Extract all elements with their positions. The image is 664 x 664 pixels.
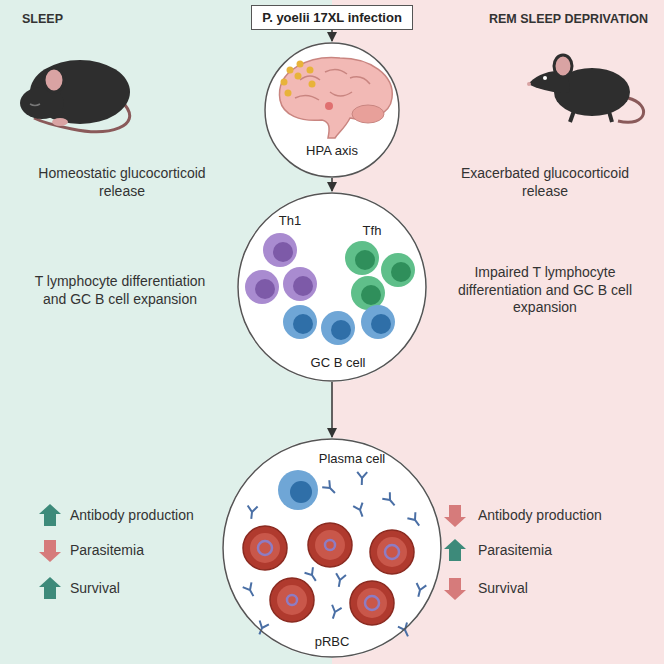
- antibody: [246, 506, 257, 520]
- description: Homeostatic glucocorticoid release: [38, 165, 205, 199]
- label-holder: Parasitemia: [70, 542, 144, 560]
- outcome-label: Survival: [478, 580, 528, 596]
- antibody: [407, 512, 423, 528]
- circle-outline: [222, 438, 442, 658]
- stage-circle: HPA axis: [264, 42, 400, 178]
- circle-border: [223, 439, 441, 657]
- cell-label: pRBC: [315, 634, 350, 649]
- sleeping-mouse: [20, 60, 130, 132]
- antibody: [353, 503, 367, 519]
- circle-border: [265, 43, 399, 177]
- description: Exacerbated glucocorticoid release: [461, 165, 629, 199]
- outcome-label: Survival: [70, 580, 120, 596]
- flow-arrow: [331, 178, 333, 191]
- flow-arrow: [331, 382, 333, 437]
- circle-border: [238, 193, 426, 381]
- outcome-label: Parasitemia: [478, 542, 552, 558]
- antibody: [413, 583, 426, 598]
- label-holder: Antibody production: [478, 507, 602, 525]
- circle-ground: [222, 438, 442, 658]
- description: T lymphocyte differentiation and GC B ce…: [35, 273, 206, 307]
- antibody: [243, 582, 258, 598]
- stage-circle: Plasma cell pRBC: [222, 438, 442, 658]
- cell-label: HPA axis: [306, 143, 358, 158]
- antibody: [328, 605, 342, 620]
- cell-label: Tfh: [363, 223, 382, 238]
- text-holder: pRBC: [315, 634, 350, 649]
- label-holder: Impaired T lymphocyte differentiation an…: [456, 264, 634, 317]
- plasma-and-red-cells: [243, 470, 414, 625]
- cell-label: GC B cell: [311, 355, 366, 370]
- circle-ground: [264, 42, 400, 178]
- label-holder: Parasitemia: [478, 542, 552, 560]
- label-holder: Antibody production: [70, 507, 194, 525]
- lymphocytes: [245, 233, 415, 345]
- panel-title: SLEEP: [22, 12, 63, 26]
- panel-title: REM SLEEP DEPRIVATION: [489, 12, 648, 26]
- antibody: [322, 480, 338, 496]
- stage-circle: Th1Tfh GC B cell: [237, 192, 427, 382]
- outcome-label: Antibody production: [478, 507, 602, 523]
- circle-outline: [237, 192, 427, 382]
- awake-mouse: [527, 55, 644, 122]
- antibody: [255, 621, 269, 637]
- antibody: [357, 472, 367, 485]
- description: Impaired T lymphocyte differentiation an…: [458, 264, 632, 315]
- antibody: [305, 567, 320, 583]
- label-holder: Survival: [478, 580, 528, 598]
- text-holder: GC B cell: [311, 355, 366, 370]
- label-holder: Survival: [70, 580, 120, 598]
- text-holder: HPA axis: [306, 143, 358, 158]
- box-title: P. yoelii 17XL infection: [262, 10, 402, 25]
- text-holder: Plasma cell: [319, 451, 385, 466]
- antibodies: [243, 472, 427, 639]
- outcome-arrows: [39, 504, 466, 600]
- circle-ground: [237, 192, 427, 382]
- label-holder: Homeostatic glucocorticoid release: [27, 165, 217, 200]
- label-holder: T lymphocyte differentiation and GC B ce…: [31, 273, 209, 308]
- label-holder: REM SLEEP DEPRIVATION: [489, 12, 648, 28]
- cell-label: Th1: [279, 213, 301, 228]
- text-holder: Tfh: [363, 223, 382, 238]
- outcome-label: Antibody production: [70, 507, 194, 523]
- antibody: [382, 492, 398, 508]
- label-holder: Exacerbated glucocorticoid release: [450, 165, 640, 200]
- brain-illustration: [280, 58, 393, 138]
- outcome-label: Parasitemia: [70, 542, 144, 558]
- label-holder: SLEEP: [22, 12, 63, 28]
- antibody: [334, 573, 346, 588]
- text-holder: Th1: [279, 213, 301, 228]
- cell-label: Plasma cell: [319, 451, 385, 466]
- circle-outline: [264, 42, 400, 178]
- flow-arrow: [331, 30, 333, 41]
- process-box: P. yoelii 17XL infection: [251, 5, 413, 30]
